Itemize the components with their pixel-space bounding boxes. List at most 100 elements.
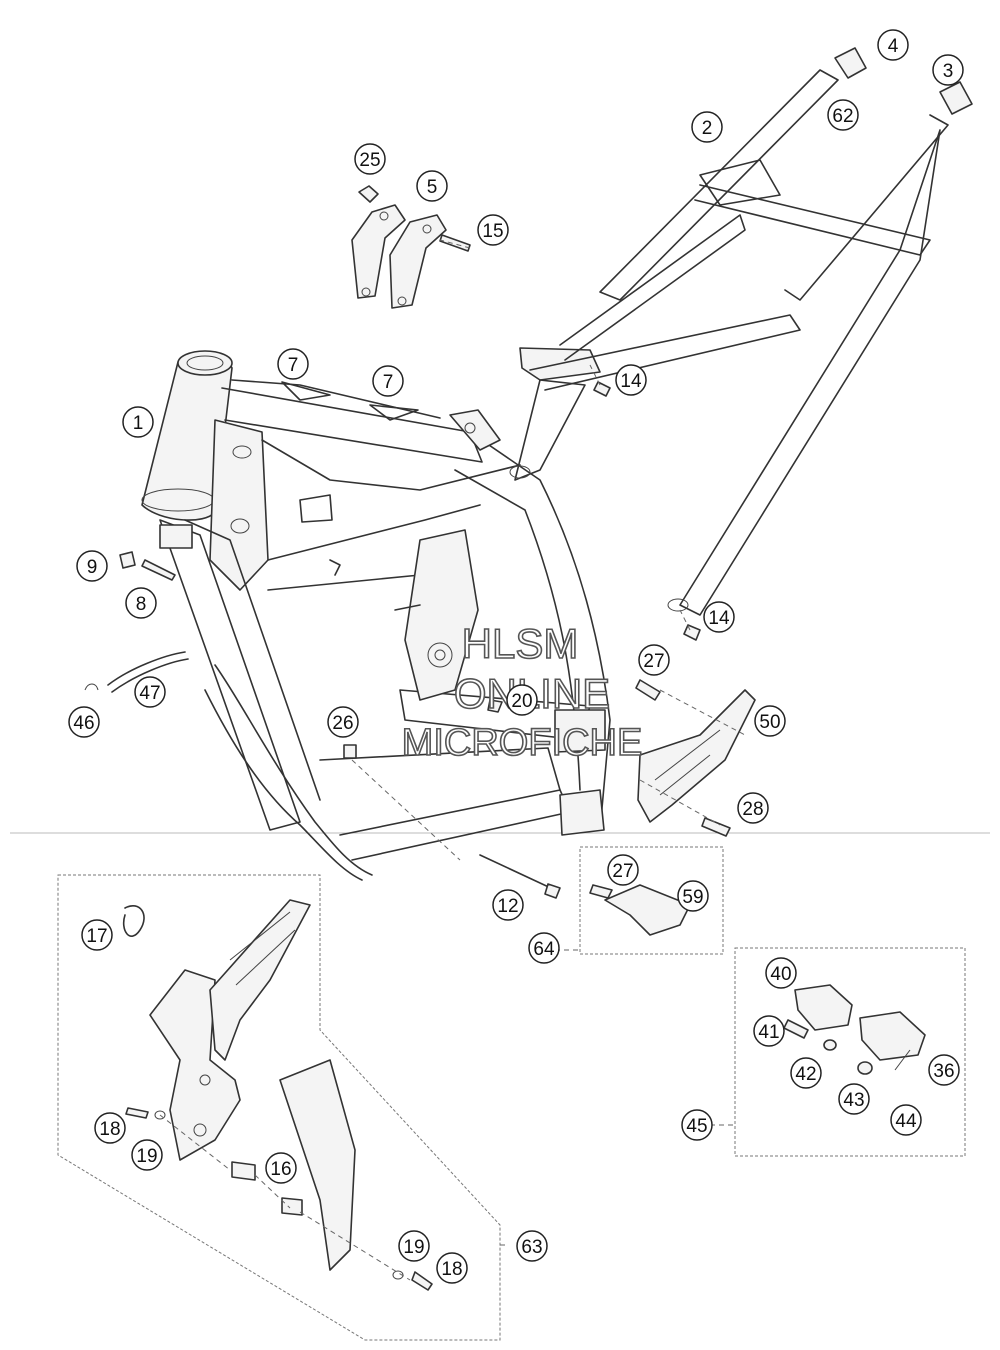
callout-ring [265, 1152, 297, 1184]
callout-ring [790, 1057, 822, 1089]
callout-2: 2 [691, 111, 723, 143]
callout-42: 42 [790, 1057, 822, 1089]
callout-label: 7 [288, 355, 299, 376]
callout-7: 7 [372, 365, 404, 397]
callout-ring [492, 889, 524, 921]
small-hardware-left [84, 551, 189, 693]
callout-ring [81, 919, 113, 951]
callout-17: 17 [81, 919, 113, 951]
callout-14: 14 [703, 601, 735, 633]
callout-64: 64 [528, 932, 560, 964]
callout-19: 19 [398, 1230, 430, 1262]
callout-26: 26 [327, 706, 359, 738]
callout-ring [372, 365, 404, 397]
callout-label: 19 [136, 1146, 157, 1167]
callout-label: 41 [758, 1022, 779, 1043]
callout-ring [615, 364, 647, 396]
callout-label: 18 [441, 1259, 462, 1280]
callout-ring [737, 792, 769, 824]
callout-15: 15 [477, 214, 509, 246]
callout-label: 44 [895, 1111, 917, 1132]
watermark-line-1: HLSM [462, 620, 579, 667]
callout-label: 40 [770, 964, 791, 985]
callout-9: 9 [76, 550, 108, 582]
callout-36: 36 [928, 1054, 960, 1086]
main-frame [141, 350, 611, 881]
callout-3: 3 [932, 54, 964, 86]
callout-label: 27 [612, 861, 633, 882]
subframe [509, 69, 949, 616]
callout-label: 8 [136, 594, 147, 615]
callout-ring [765, 957, 797, 989]
callout-label: 62 [832, 106, 853, 127]
callout-ring [827, 99, 859, 131]
callout-ring [607, 854, 639, 886]
callout-ring [928, 1054, 960, 1086]
callout-label: 26 [332, 713, 353, 734]
decals [281, 381, 419, 421]
callout-ring [327, 706, 359, 738]
callout-4: 4 [877, 29, 909, 61]
callout-28: 28 [737, 792, 769, 824]
callout-12: 12 [492, 889, 524, 921]
assembly-lines [159, 239, 746, 1281]
callout-18: 18 [94, 1112, 126, 1144]
callout-label: 14 [620, 371, 642, 392]
callout-ring [277, 348, 309, 380]
callout-59: 59 [677, 880, 709, 912]
callout-ring [506, 684, 538, 716]
callout-46: 46 [68, 706, 100, 738]
callout-ring [681, 1109, 713, 1141]
callout-62: 62 [827, 99, 859, 131]
callout-label: 2 [702, 118, 713, 139]
callout-16: 16 [265, 1152, 297, 1184]
callout-ring [354, 143, 386, 175]
callout-label: 5 [427, 177, 438, 198]
callout-ring [638, 644, 670, 676]
callout-ring [94, 1112, 126, 1144]
callout-20: 20 [506, 684, 538, 716]
callout-label: 18 [99, 1119, 120, 1140]
callout-ring [134, 676, 166, 708]
callout-ring [754, 705, 786, 737]
callout-43: 43 [838, 1083, 870, 1115]
callout-40: 40 [765, 957, 797, 989]
callout-ring [528, 932, 560, 964]
callout-ring [838, 1083, 870, 1115]
callout-label: 3 [943, 61, 954, 82]
end-plugs [834, 47, 973, 115]
frame-guards-group [57, 874, 501, 1341]
chain-guide [637, 689, 756, 823]
callout-label: 25 [359, 150, 380, 171]
callout-ring [890, 1104, 922, 1136]
callout-label: 9 [87, 557, 98, 578]
callout-45: 45 [681, 1109, 713, 1141]
callout-8: 8 [125, 587, 157, 619]
callout-ring [677, 880, 709, 912]
callout-25: 25 [354, 143, 386, 175]
callout-label: 45 [686, 1116, 707, 1137]
callout-ring [125, 587, 157, 619]
callout-ring [753, 1015, 785, 1047]
callout-27: 27 [638, 644, 670, 676]
callout-19: 19 [131, 1139, 163, 1171]
callout-ring [877, 29, 909, 61]
callout-27: 27 [607, 854, 639, 886]
callout-label: 4 [888, 36, 899, 57]
callout-63: 63 [516, 1230, 548, 1262]
callout-label: 19 [403, 1237, 424, 1258]
callout-47: 47 [134, 676, 166, 708]
callout-label: 59 [682, 887, 703, 908]
bolts [343, 381, 731, 899]
callout-50: 50 [754, 705, 786, 737]
callout-label: 1 [133, 413, 144, 434]
callout-1: 1 [122, 406, 154, 438]
callout-ring [516, 1230, 548, 1262]
callout-label: 46 [73, 713, 94, 734]
callout-label: 47 [139, 683, 160, 704]
callout-label: 12 [497, 896, 518, 917]
callout-label: 28 [742, 799, 763, 820]
callout-ring [436, 1252, 468, 1284]
callout-44: 44 [890, 1104, 922, 1136]
